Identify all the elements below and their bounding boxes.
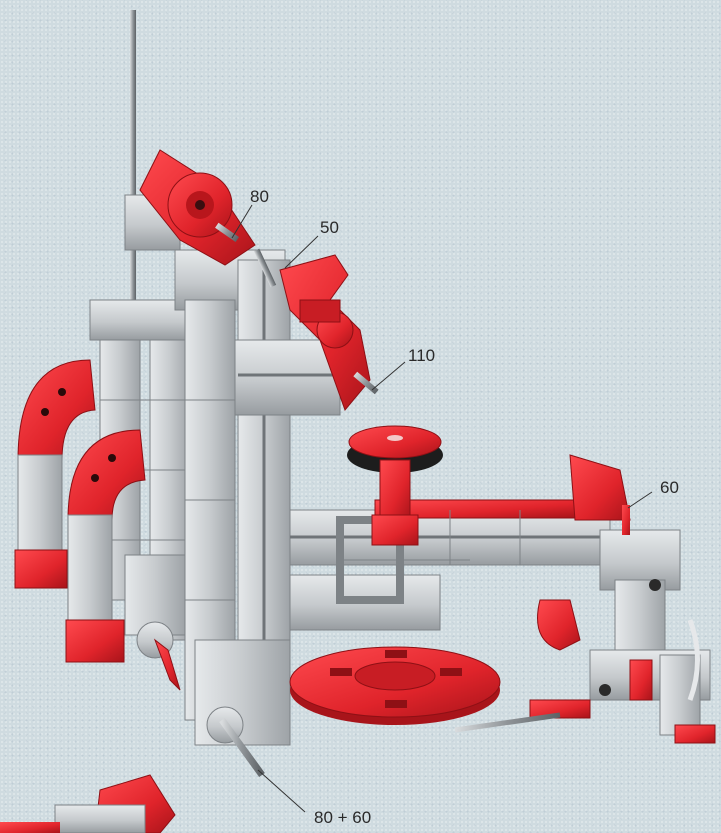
top-red-gear-assembly	[139, 149, 256, 266]
axle-50	[253, 248, 277, 288]
vertical-axle-rod	[130, 10, 136, 310]
crank-rod	[687, 619, 700, 701]
red-lever	[153, 638, 181, 691]
red-arch-inner	[65, 429, 146, 663]
label-axle-50: 50	[320, 218, 339, 237]
leader-lines	[231, 204, 653, 813]
label-axle-80: 80	[250, 187, 269, 206]
label-axle-80-plus-60: 80 + 60	[314, 808, 372, 827]
red-arch-outer	[14, 359, 96, 589]
label-axle-110: 110	[408, 346, 436, 365]
spindle-knob	[347, 425, 443, 546]
axle-80-60	[219, 717, 265, 778]
rod-bottom-right	[454, 712, 561, 733]
right-corner-assembly	[529, 454, 716, 744]
axle-110	[353, 371, 379, 395]
label-axle-60: 60	[660, 478, 679, 497]
worm-gear-assembly	[279, 254, 371, 411]
horizontal-arm	[289, 499, 611, 631]
red-turntable	[289, 646, 501, 725]
partial-model-bottom	[0, 774, 176, 833]
axle-60	[622, 505, 630, 535]
